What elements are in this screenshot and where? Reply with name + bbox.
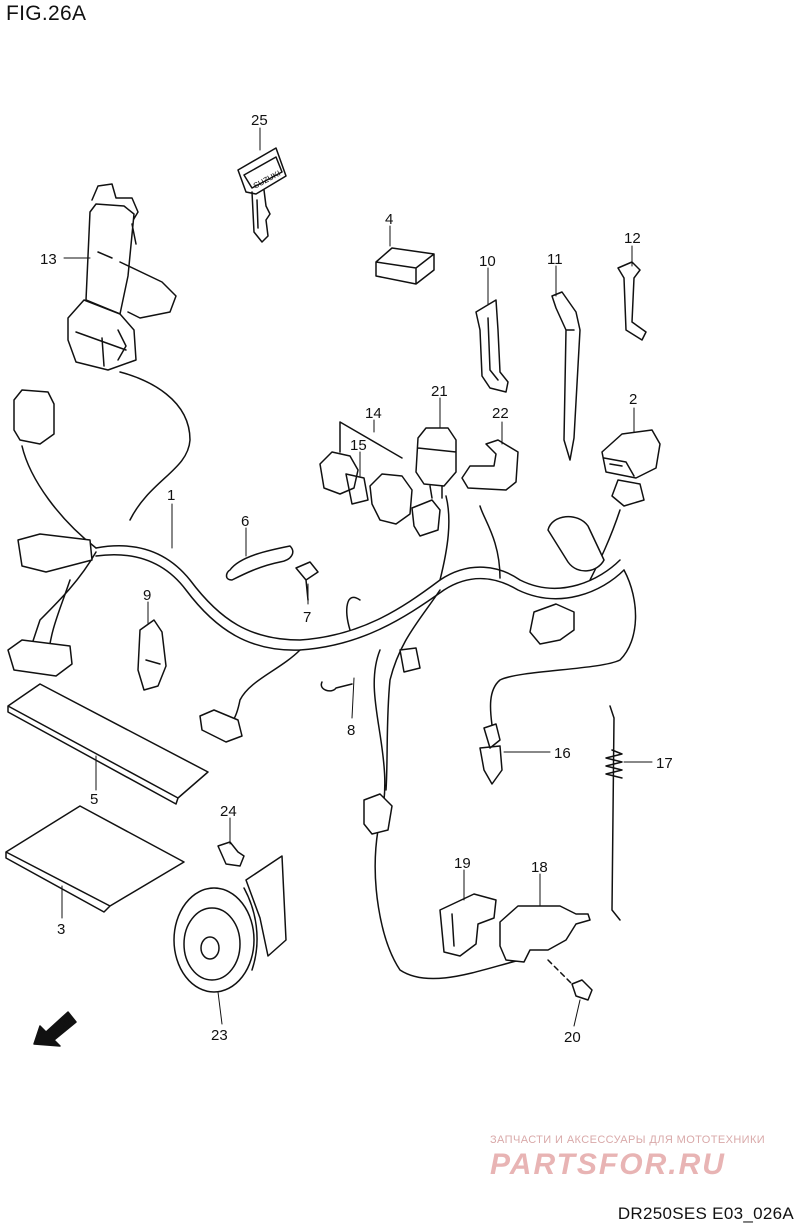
bracket-19 <box>439 893 497 957</box>
callout-21: 21 <box>431 383 448 400</box>
rod-spring-17 <box>605 705 623 921</box>
callout-20: 20 <box>564 1029 581 1046</box>
connector-right-group <box>529 603 575 645</box>
callout-11: 11 <box>547 251 563 268</box>
callout-15: 15 <box>350 437 367 454</box>
connector-top-left <box>13 389 55 445</box>
relay-21 <box>415 427 457 499</box>
connector-center-left <box>199 709 243 743</box>
callout-10: 10 <box>479 253 496 270</box>
callout-2: 2 <box>629 391 637 408</box>
forward-arrow-icon: FWD <box>33 1011 77 1047</box>
watermark-logo-text: PARTSFOR.RU <box>490 1148 726 1181</box>
drawing-code: DR250SES E03_026A <box>617 1204 794 1223</box>
watermark-logo: PARTSFOR.RU <box>490 1148 726 1181</box>
ignition-switch <box>67 183 177 371</box>
callout-16: 16 <box>554 745 571 762</box>
callout-18: 18 <box>531 859 548 876</box>
figure-title: FIG.26A <box>6 2 87 25</box>
protective-sheet-5 <box>7 683 209 805</box>
cushion-pad <box>375 247 435 285</box>
callout-8: 8 <box>347 722 355 739</box>
callout-14: 14 <box>365 405 382 422</box>
cable-tie <box>551 291 581 461</box>
connector-2 <box>601 429 661 507</box>
wire-clip-6 <box>225 545 294 581</box>
callout-13: 13 <box>40 251 57 268</box>
callout-1: 1 <box>167 487 175 504</box>
callout-6: 6 <box>241 513 249 530</box>
connector-center-pair <box>363 647 421 835</box>
callout-7: 7 <box>303 609 311 626</box>
screw-7 <box>295 561 319 601</box>
callout-17: 17 <box>656 755 673 772</box>
main-wiring-harness <box>21 371 637 980</box>
brake-switch-18 <box>499 905 591 963</box>
callout-12: 12 <box>624 230 641 247</box>
horn-23 <box>173 855 287 993</box>
callout-22: 22 <box>492 405 509 422</box>
condenser-cylinder <box>547 516 605 572</box>
sensor-16 <box>479 723 503 785</box>
clamp-12 <box>617 261 647 341</box>
watermark-tagline: ЗАПЧАСТИ И АКСЕССУАРЫ ДЛЯ МОТОТЕХНИКИ <box>490 1134 766 1146</box>
screw-24 <box>217 841 245 867</box>
connector-left-cluster <box>17 533 93 573</box>
callout-24: 24 <box>220 803 237 820</box>
bracket-10 <box>475 299 509 393</box>
callout-3: 3 <box>57 921 65 938</box>
relay-bracket <box>461 439 519 491</box>
connector-lower-left <box>7 639 73 677</box>
callout-23: 23 <box>211 1027 228 1044</box>
connector-group <box>319 421 441 537</box>
callout-9: 9 <box>143 587 151 604</box>
bolt-20 <box>571 979 593 1001</box>
protective-sheet-3 <box>5 805 185 913</box>
callout-4: 4 <box>385 211 393 228</box>
callout-5: 5 <box>90 791 98 808</box>
callout-19: 19 <box>454 855 471 872</box>
callout-25: 25 <box>251 112 268 129</box>
ignition-key <box>237 147 287 243</box>
ring-terminal <box>320 681 353 692</box>
clamp-9 <box>137 619 167 691</box>
